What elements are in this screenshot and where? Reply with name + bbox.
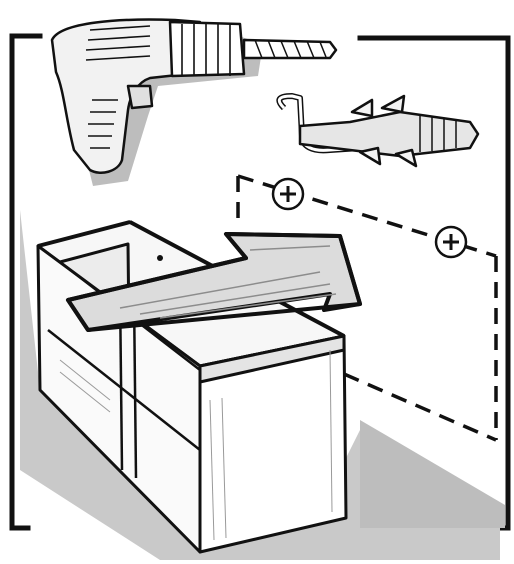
- screw-head-icon: [273, 179, 303, 209]
- power-drill-icon: [52, 20, 336, 186]
- screw-head-icon: [436, 227, 466, 257]
- wall-anchor-icon: [279, 96, 478, 166]
